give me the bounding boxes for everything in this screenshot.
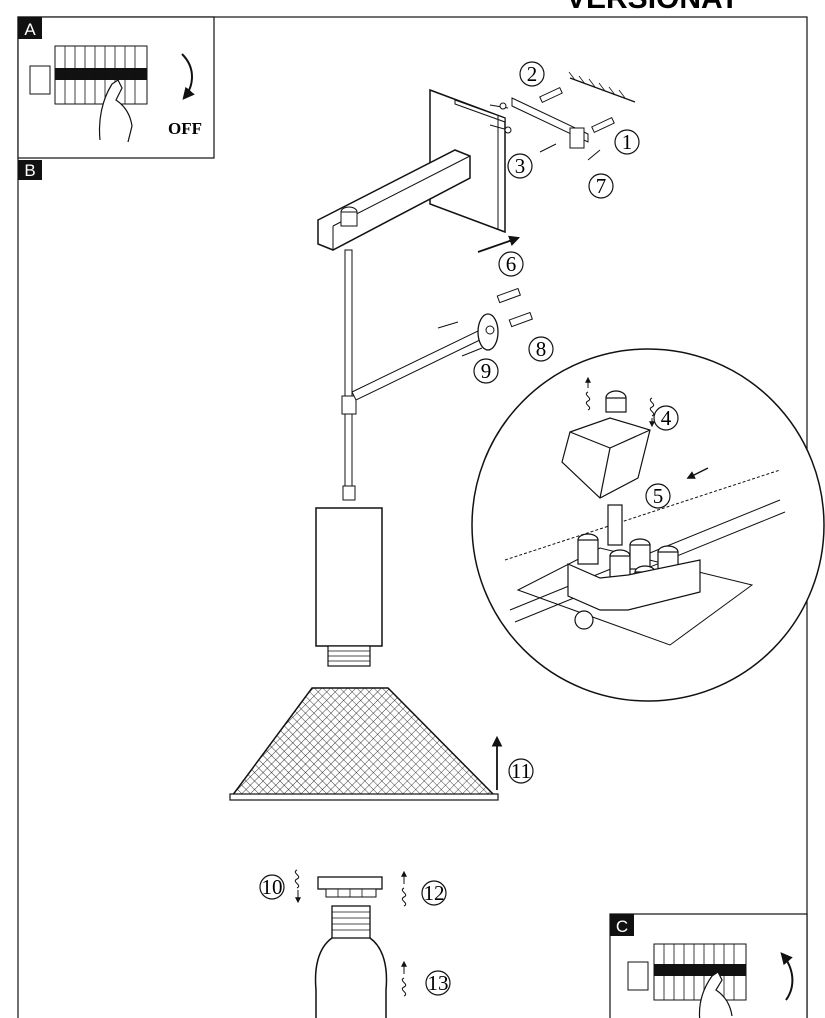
diagonal-arm bbox=[351, 313, 499, 401]
callout-number: 10 bbox=[262, 875, 283, 899]
panel-c-label: C bbox=[616, 917, 628, 936]
fixing-screws-middle bbox=[437, 287, 534, 357]
panel-b-label: B bbox=[24, 161, 35, 180]
callout-number: 11 bbox=[511, 759, 531, 783]
callout-11: 11 bbox=[508, 758, 534, 784]
callout-number: 13 bbox=[428, 971, 449, 995]
push-arrow-6 bbox=[477, 235, 521, 253]
callout-4: 4 bbox=[653, 405, 679, 431]
hand-icon bbox=[98, 79, 133, 143]
twist-arrows bbox=[294, 869, 407, 997]
callout-9: 9 bbox=[473, 358, 499, 384]
callout-number: 4 bbox=[661, 406, 672, 430]
callout-2: 2 bbox=[519, 61, 545, 87]
panel-c: C bbox=[609, 913, 808, 1018]
shade-ring bbox=[317, 876, 383, 898]
callout-12: 12 bbox=[421, 880, 447, 906]
mesh-lamp-shade bbox=[229, 687, 499, 801]
top-arm-bracket bbox=[317, 149, 471, 251]
callout-number: 3 bbox=[515, 154, 526, 178]
terminal-block-detail bbox=[471, 348, 825, 702]
lamp-holder bbox=[315, 507, 383, 667]
callout-1: 1 bbox=[614, 129, 640, 155]
breaker-box-c bbox=[627, 943, 747, 1001]
callout-3: 3 bbox=[507, 153, 533, 179]
callout-13: 13 bbox=[425, 970, 451, 996]
callout-5: 5 bbox=[645, 483, 671, 509]
hand-icon bbox=[698, 971, 733, 1018]
callout-number: 6 bbox=[506, 252, 517, 276]
callout-number: 2 bbox=[527, 62, 538, 86]
callout-10: 10 bbox=[259, 874, 285, 900]
callout-number: 1 bbox=[622, 130, 633, 154]
breaker-box-a bbox=[29, 45, 148, 105]
off-text: OFF bbox=[168, 119, 202, 138]
light-bulb bbox=[314, 905, 388, 1018]
callout-number: 5 bbox=[653, 484, 664, 508]
callout-number: 7 bbox=[596, 174, 607, 198]
callout-7: 7 bbox=[588, 173, 614, 199]
page-title: VERSIONAT bbox=[566, 0, 739, 15]
callout-number: 12 bbox=[424, 881, 445, 905]
rotate-up-arrow-icon bbox=[780, 952, 794, 1001]
vertical-rod bbox=[341, 249, 357, 501]
wall-bracket bbox=[511, 71, 636, 149]
panel-a: A OFF bbox=[17, 16, 215, 159]
callout-8: 8 bbox=[528, 336, 554, 362]
fixing-screws-top bbox=[489, 86, 615, 161]
callout-number: 8 bbox=[536, 337, 547, 361]
panel-a-label: A bbox=[24, 20, 36, 39]
callout-6: 6 bbox=[498, 251, 524, 277]
callout-number: 9 bbox=[481, 359, 492, 383]
rotate-down-arrow-icon bbox=[181, 53, 195, 100]
insert-arrow-5 bbox=[686, 467, 709, 479]
